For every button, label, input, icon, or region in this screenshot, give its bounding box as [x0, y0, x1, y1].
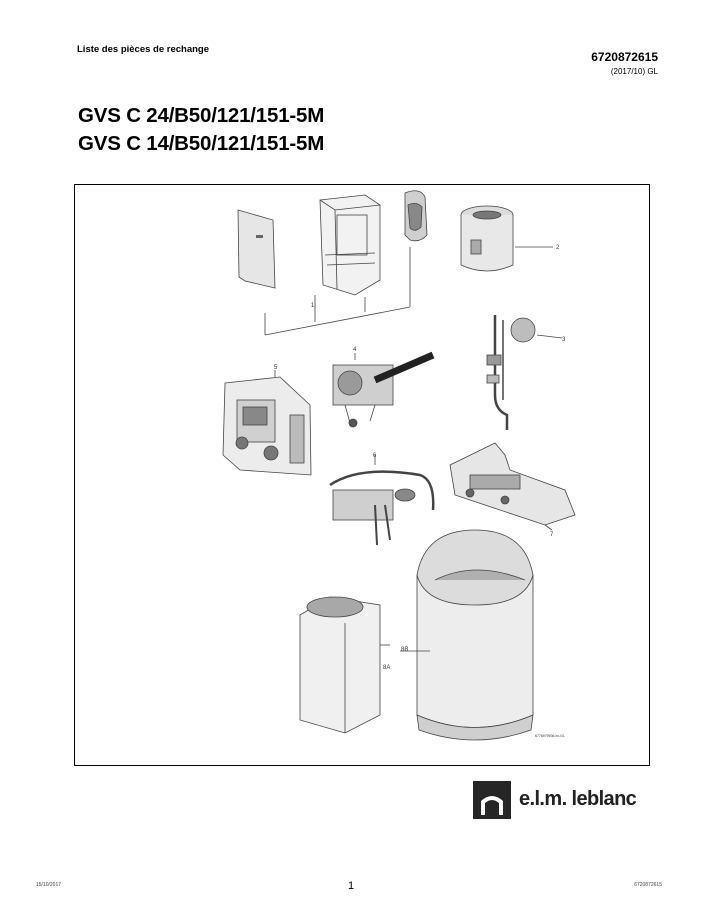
label-part-5: 5: [274, 365, 278, 371]
footer-document-code: 6720872615: [634, 882, 662, 888]
control-unit-drawing: [222, 370, 312, 476]
label-part-3: 3: [562, 337, 566, 343]
document-type-label: Liste des pièces de rechange: [77, 44, 210, 55]
label-part-8a: 8A: [383, 665, 390, 671]
valve-bracket-drawing: [449, 442, 576, 531]
page-number: 1: [348, 880, 355, 892]
hydraulic-manifold-drawing: [486, 315, 563, 430]
brand-logo: e.l.m. leblanc: [473, 781, 643, 821]
gas-valve-pump-drawing: [332, 351, 435, 428]
storage-tank-drawing: [400, 529, 534, 741]
drawing-code: 6776979536.xx-GL: [535, 734, 565, 738]
label-part-6: 6: [373, 453, 377, 459]
parts-drawing: 1 2 3 4 5 6 7 8A 8B 6776979536.xx-GL: [222, 190, 576, 741]
label-part-7: 7: [550, 532, 554, 538]
control-cover-drawing: [404, 190, 428, 242]
logo-mark-icon: [473, 781, 511, 819]
model-title-1: GVS C 24/B50/121/151-5M: [78, 104, 325, 127]
hydraulic-group-drawing: [329, 455, 435, 546]
model-title-2: GVS C 14/B50/121/151-5M: [78, 132, 325, 155]
label-part-2: 2: [556, 245, 560, 251]
tank-casing-drawing: [299, 596, 390, 734]
chassis-frame-drawing: [319, 194, 381, 296]
document-number: 6720872615: [591, 50, 658, 64]
fan-assembly-drawing: [460, 205, 553, 272]
label-part-4: 4: [353, 347, 357, 353]
front-cover-drawing: [237, 209, 276, 289]
label-part-1: 1: [311, 303, 315, 309]
label-part-8b: 8B: [401, 647, 408, 653]
footer-date: 15/10/2017: [36, 882, 62, 888]
exploded-parts-diagram: 1 2 3 4 5 6 7 8A 8B 6776979536.xx-GL: [74, 184, 650, 766]
brand-name: e.l.m. leblanc: [519, 788, 637, 810]
document-revision-date: (2017/10) GL: [610, 67, 658, 76]
